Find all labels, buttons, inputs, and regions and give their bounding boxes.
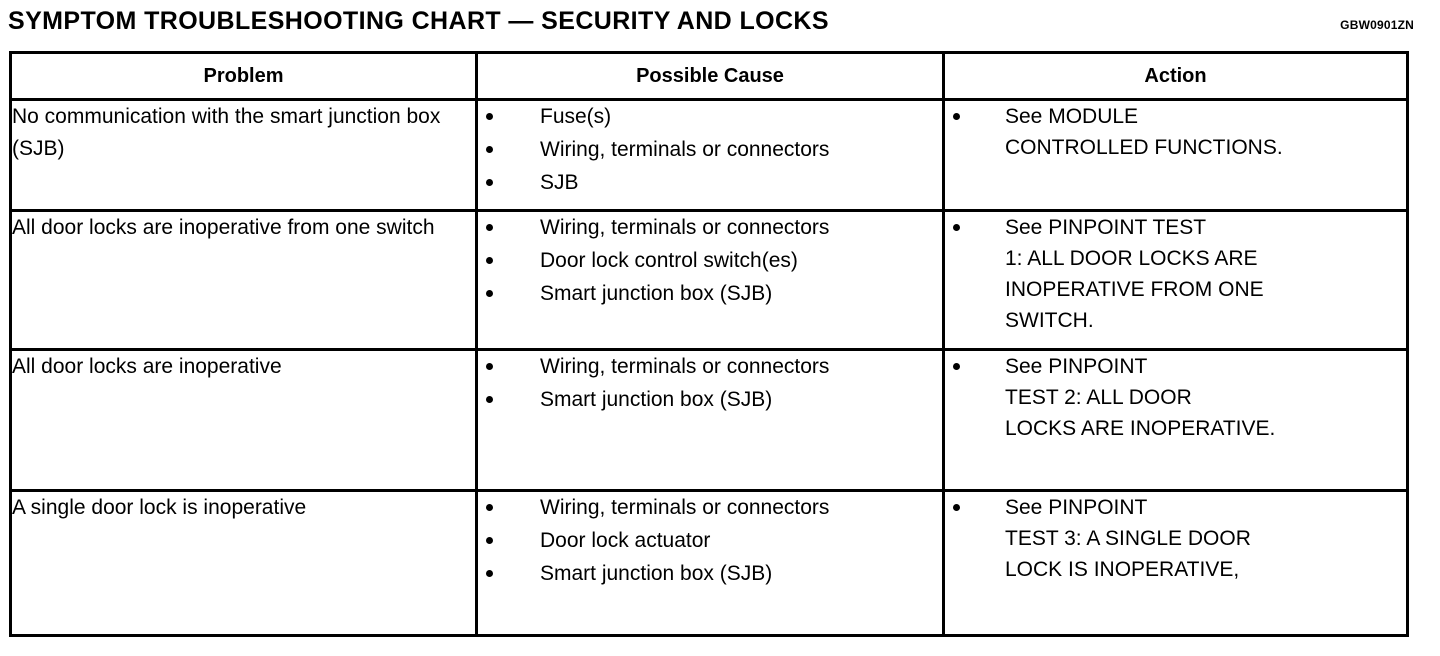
table-header: Problem Possible Cause Action <box>9 51 1409 101</box>
list-item: Wiring, terminals or connectors <box>478 492 942 523</box>
bullet-icon <box>486 224 493 231</box>
bullet-icon <box>486 146 493 153</box>
list-item: Door lock actuator <box>478 525 942 556</box>
list-item: Smart junction box (SJB) <box>478 558 942 589</box>
action-list: See PINPOINT TEST 1: ALL DOOR LOCKS ARE … <box>945 212 1406 336</box>
bullet-icon <box>486 290 493 297</box>
cell-problem: All door locks are inoperative <box>9 348 478 492</box>
list-item: See PINPOINT TEST 3: A SINGLE DOOR LOCK … <box>945 492 1406 585</box>
cause-list: Wiring, terminals or connectors Smart ju… <box>478 351 942 415</box>
cell-action: See PINPOINT TEST 3: A SINGLE DOOR LOCK … <box>942 489 1409 637</box>
table-body: No communication with the smart junction… <box>9 98 1409 637</box>
header-row: Problem Possible Cause Action <box>9 51 1409 101</box>
bullet-icon <box>486 179 493 186</box>
cell-problem: No communication with the smart junction… <box>9 98 478 212</box>
cell-action: See PINPOINT TEST 1: ALL DOOR LOCKS ARE … <box>942 209 1409 351</box>
column-header-possible-cause: Possible Cause <box>475 51 945 101</box>
list-item: Smart junction box (SJB) <box>478 278 942 309</box>
list-item: Door lock control switch(es) <box>478 245 942 276</box>
action-list: See MODULE CONTROLLED FUNCTIONS. <box>945 101 1406 163</box>
symptom-troubleshooting-table: Problem Possible Cause Action No communi… <box>9 51 1409 637</box>
list-item: Wiring, terminals or connectors <box>478 212 942 243</box>
list-item: See PINPOINT TEST 2: ALL DOOR LOCKS ARE … <box>945 351 1406 444</box>
title-bar: SYMPTOM TROUBLESHOOTING CHART — SECURITY… <box>0 0 1440 48</box>
document-code: GBW0901ZN <box>1340 18 1414 32</box>
cell-possible-cause: Wiring, terminals or connectors Door loc… <box>475 209 945 351</box>
cell-possible-cause: Wiring, terminals or connectors Smart ju… <box>475 348 945 492</box>
action-list: See PINPOINT TEST 3: A SINGLE DOOR LOCK … <box>945 492 1406 585</box>
table-row: All door locks are inoperative from one … <box>9 209 1409 351</box>
cell-possible-cause: Wiring, terminals or connectors Door loc… <box>475 489 945 637</box>
action-list: See PINPOINT TEST 2: ALL DOOR LOCKS ARE … <box>945 351 1406 444</box>
cause-list: Fuse(s) Wiring, terminals or connectors … <box>478 101 942 198</box>
bullet-icon <box>953 224 960 231</box>
cause-list: Wiring, terminals or connectors Door loc… <box>478 492 942 589</box>
table-row: No communication with the smart junction… <box>9 98 1409 212</box>
bullet-icon <box>486 504 493 511</box>
cell-action: See MODULE CONTROLLED FUNCTIONS. <box>942 98 1409 212</box>
cell-action: See PINPOINT TEST 2: ALL DOOR LOCKS ARE … <box>942 348 1409 492</box>
cell-problem: A single door lock is inoperative <box>9 489 478 637</box>
cell-problem: All door locks are inoperative from one … <box>9 209 478 351</box>
table-row: A single door lock is inoperative Wiring… <box>9 489 1409 637</box>
column-header-problem: Problem <box>9 51 478 101</box>
list-item: Fuse(s) <box>478 101 942 132</box>
cause-list: Wiring, terminals or connectors Door loc… <box>478 212 942 309</box>
list-item: See PINPOINT TEST 1: ALL DOOR LOCKS ARE … <box>945 212 1406 336</box>
bullet-icon <box>486 396 493 403</box>
list-item: SJB <box>478 167 942 198</box>
bullet-icon <box>486 257 493 264</box>
list-item: Smart junction box (SJB) <box>478 384 942 415</box>
bullet-icon <box>486 363 493 370</box>
cell-possible-cause: Fuse(s) Wiring, terminals or connectors … <box>475 98 945 212</box>
column-header-action: Action <box>942 51 1409 101</box>
bullet-icon <box>486 113 493 120</box>
list-item: Wiring, terminals or connectors <box>478 134 942 165</box>
bullet-icon <box>486 570 493 577</box>
list-item: See MODULE CONTROLLED FUNCTIONS. <box>945 101 1406 163</box>
bullet-icon <box>953 113 960 120</box>
bullet-icon <box>953 363 960 370</box>
page-title: SYMPTOM TROUBLESHOOTING CHART — SECURITY… <box>8 7 829 35</box>
bullet-icon <box>953 504 960 511</box>
table-row: All door locks are inoperative Wiring, t… <box>9 348 1409 492</box>
bullet-icon <box>486 537 493 544</box>
list-item: Wiring, terminals or connectors <box>478 351 942 382</box>
